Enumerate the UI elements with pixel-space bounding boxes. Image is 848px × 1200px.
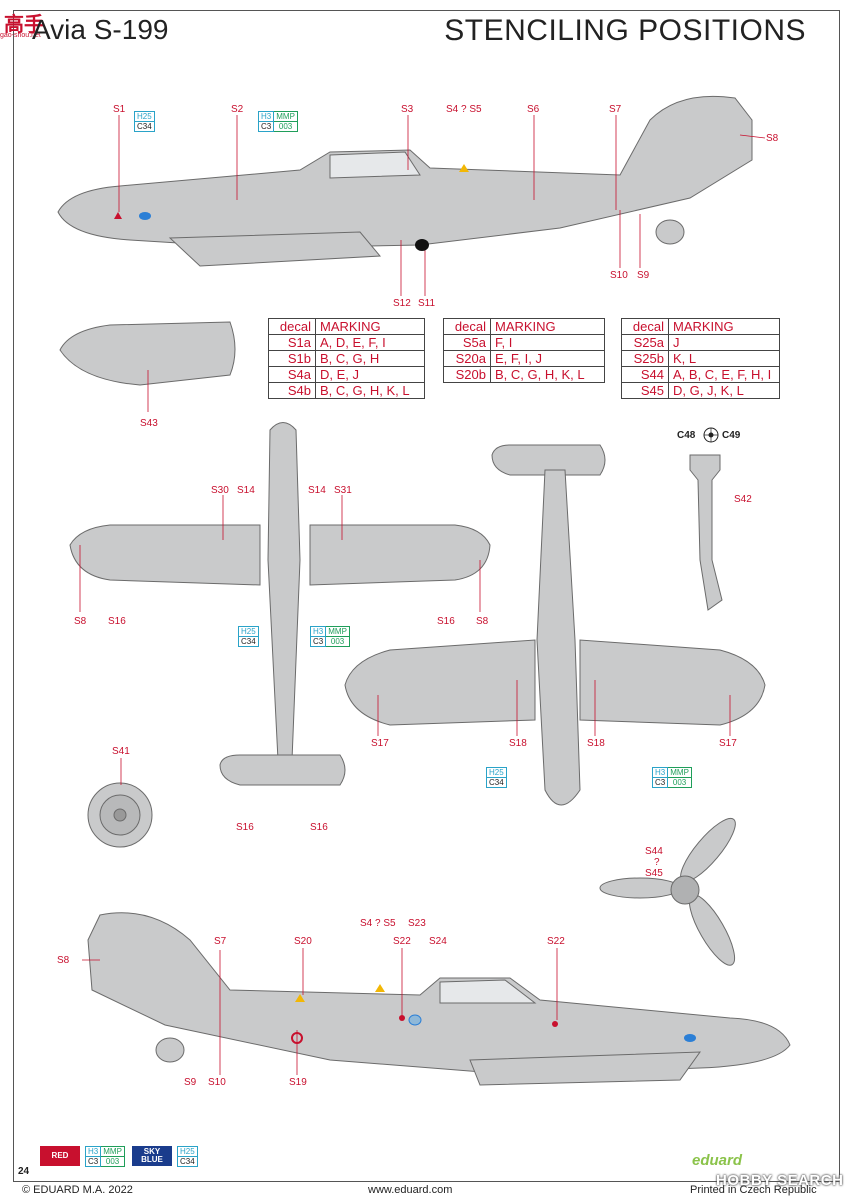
label-s2: S2 xyxy=(231,104,244,115)
watermark-url: gao-shou.net xyxy=(0,32,41,39)
page-title: STENCILING POSITIONS xyxy=(444,14,806,47)
bottom-view-tail xyxy=(491,444,606,476)
label-s7-bottom: S7 xyxy=(214,936,227,947)
side-view-top-wing xyxy=(168,231,382,267)
nose-detail-view xyxy=(59,321,236,386)
page-frame xyxy=(13,10,840,1182)
label-s16-tail-left: S16 xyxy=(236,822,254,833)
side-view-bottom-fuselage xyxy=(87,912,791,1076)
label-s10: S10 xyxy=(610,270,628,281)
label-c48: C48 xyxy=(677,430,696,441)
label-s14-left: S14 xyxy=(237,485,255,496)
label-s41: S41 xyxy=(112,746,130,757)
label-s4-s5-bottom: S4 ? S5 xyxy=(360,918,396,929)
label-s7: S7 xyxy=(609,104,622,115)
label-s6: S6 xyxy=(527,104,540,115)
printed-in: Printed in Czech Republic xyxy=(690,1184,817,1196)
label-s11: S11 xyxy=(418,298,436,309)
bottom-view-fuselage xyxy=(536,469,581,806)
label-prop-question: ? xyxy=(654,857,660,868)
label-c49: C49 xyxy=(722,430,741,441)
label-s9-bottom: S9 xyxy=(184,1077,197,1088)
bottom-view-wings xyxy=(344,639,536,726)
label-s12: S12 xyxy=(393,298,411,309)
label-s43: S43 xyxy=(140,418,158,429)
seat-part xyxy=(689,454,723,611)
top-view-fuselage xyxy=(267,422,301,761)
label-s45: S45 xyxy=(645,868,663,879)
label-s1: S1 xyxy=(113,104,126,115)
label-s18-right: S18 xyxy=(587,738,605,749)
label-s44: S44 xyxy=(645,846,663,857)
top-view-wings xyxy=(69,524,261,586)
label-s19: S19 xyxy=(289,1077,307,1088)
label-s10-bottom: S10 xyxy=(208,1077,226,1088)
hobby-search-watermark: HOBBY SEARCH xyxy=(716,1172,844,1189)
side-view-top-wheel xyxy=(655,219,685,245)
label-s9: S9 xyxy=(637,270,650,281)
copyright: © EDUARD M.A. 2022 xyxy=(22,1184,133,1196)
label-s8: S8 xyxy=(766,133,779,144)
label-s42: S42 xyxy=(734,494,752,505)
label-s16-tail-right: S16 xyxy=(310,822,328,833)
model-title: Avia S-199 xyxy=(32,14,169,45)
top-view-tail xyxy=(219,754,346,786)
label-s20: S20 xyxy=(294,936,312,947)
watermark-logo: 高手 xyxy=(4,14,44,36)
footer-url[interactable]: www.eduard.com xyxy=(368,1184,453,1196)
label-s18-left: S18 xyxy=(509,738,527,749)
label-s17-right: S17 xyxy=(719,738,737,749)
label-s22-left: S22 xyxy=(393,936,411,947)
label-s30: S30 xyxy=(211,485,229,496)
label-s22-right: S22 xyxy=(547,936,565,947)
label-s4-s5: S4 ? S5 xyxy=(446,104,482,115)
register-mark-icon xyxy=(703,427,719,443)
label-s23: S23 xyxy=(408,918,426,929)
label-s8-left: S8 xyxy=(74,616,87,627)
label-s31: S31 xyxy=(334,485,352,496)
side-view-bottom-wing xyxy=(469,1051,701,1086)
side-view-bottom-wheel xyxy=(155,1037,185,1063)
label-s3: S3 xyxy=(401,104,414,115)
label-s8-bottom: S8 xyxy=(57,955,70,966)
page-number: 24 xyxy=(18,1166,30,1177)
label-s24: S24 xyxy=(429,936,447,947)
label-s16-right: S16 xyxy=(437,616,455,627)
legend-red-swatch: RED xyxy=(40,1146,80,1166)
label-s14-right: S14 xyxy=(308,485,326,496)
label-s16-left: S16 xyxy=(108,616,126,627)
legend-sky-blue-swatch: SKY BLUE xyxy=(132,1146,172,1166)
eduard-logo: eduard xyxy=(692,1152,743,1169)
label-s17-left: S17 xyxy=(371,738,389,749)
label-s8-right: S8 xyxy=(476,616,489,627)
